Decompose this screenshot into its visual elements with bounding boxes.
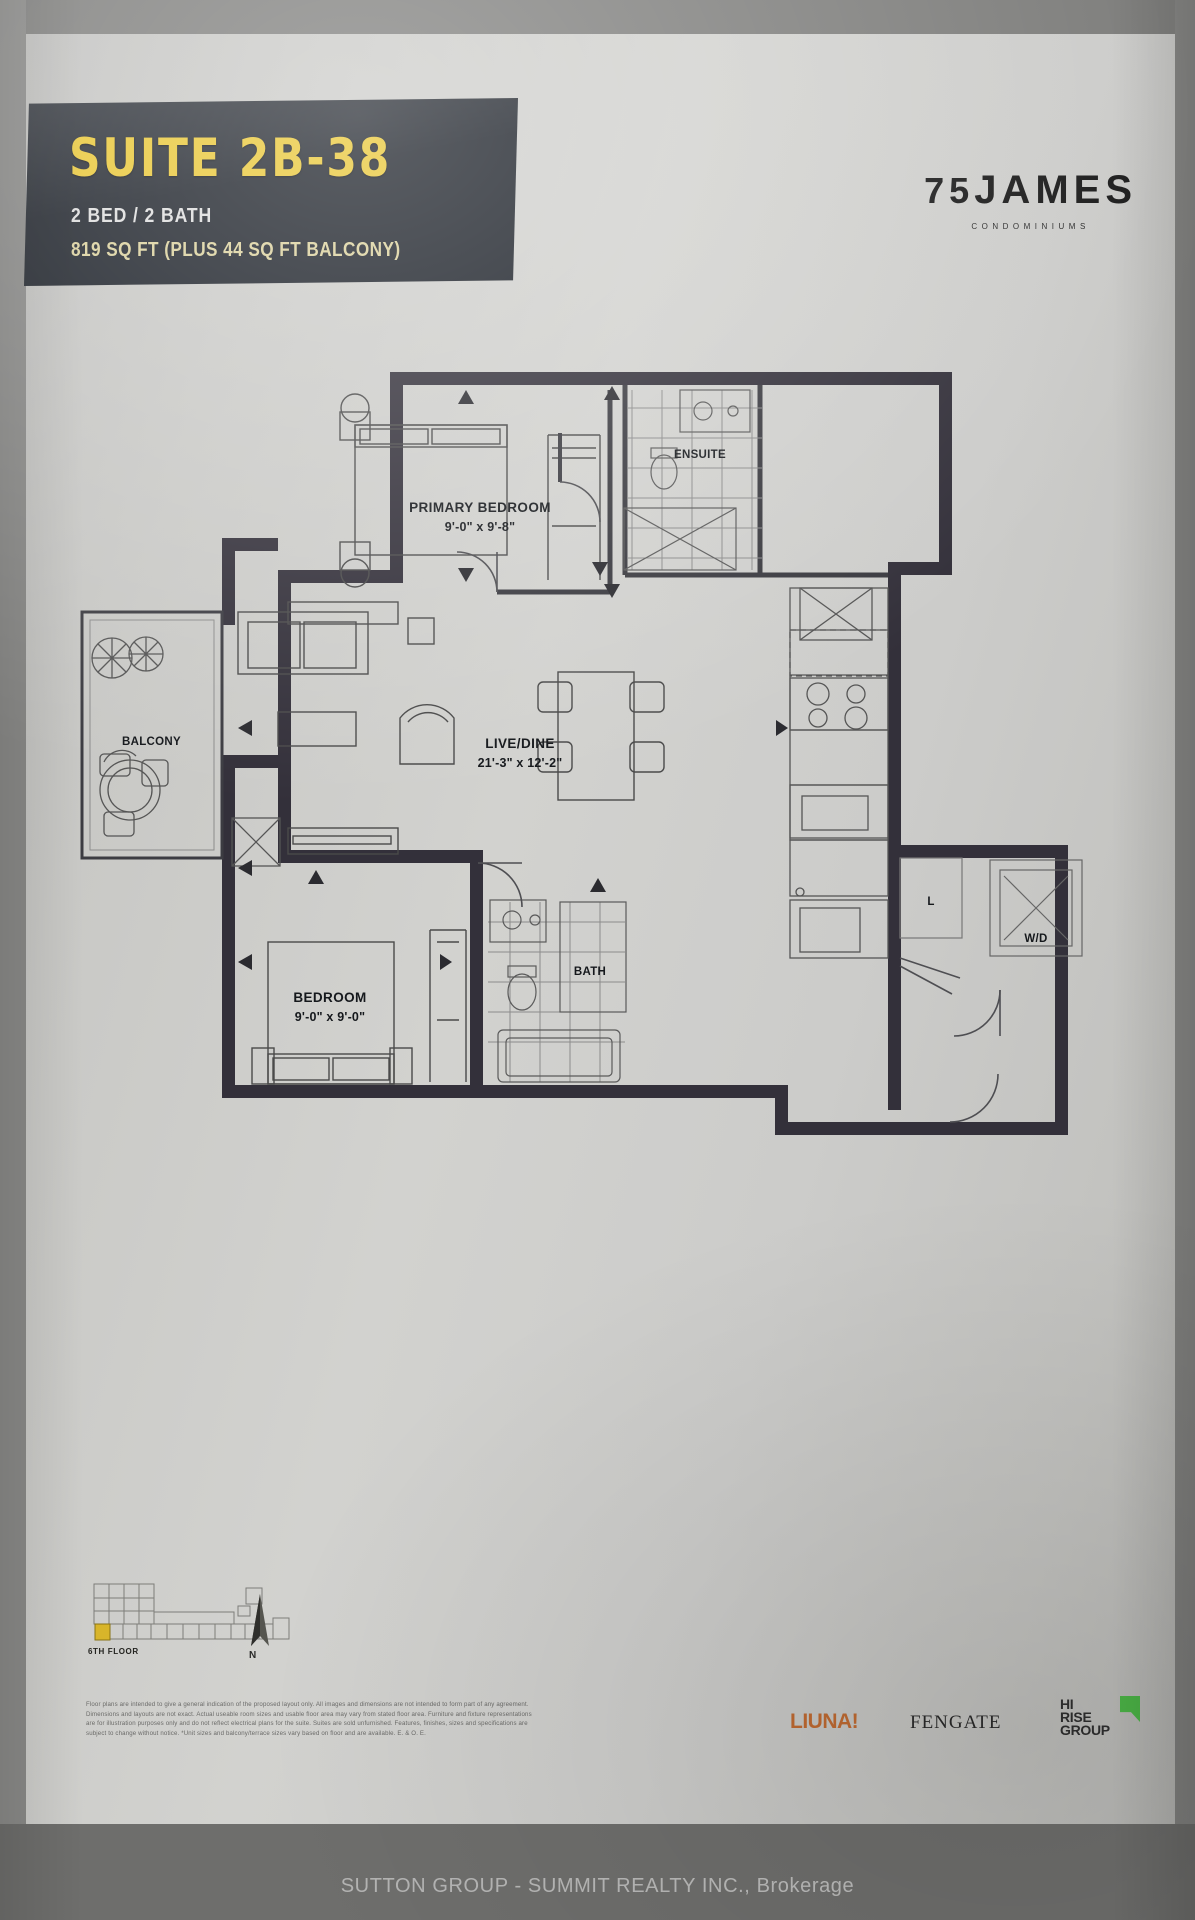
north-arrow-svg bbox=[251, 1594, 269, 1646]
disclaimer-text: Floor plans are intended to give a gener… bbox=[86, 1700, 646, 1738]
north-label: N bbox=[249, 1650, 257, 1661]
ensuite-fixtures bbox=[558, 389, 762, 571]
key-plan-svg bbox=[93, 1583, 290, 1641]
paper-edge-top bbox=[0, 0, 1195, 34]
key-plan bbox=[78, 1582, 298, 1662]
bedroom-dimensions: 9'-0" x 9'-0" bbox=[295, 1010, 365, 1024]
sponsor-logos: LIUNA! FENGATE HI RISE GROUP bbox=[790, 1690, 1140, 1770]
suite-area: 819 SQ FT (PLUS 44 SQ FT BALCONY) bbox=[71, 239, 401, 261]
title-block: SUITE 2B-38 2 BED / 2 BATH 819 SQ FT (PL… bbox=[24, 98, 518, 286]
balcony-label: BALCONY bbox=[122, 736, 181, 748]
hirise-line-1: HI bbox=[1060, 1696, 1074, 1712]
primary-bedroom-name: PRIMARY BEDROOM bbox=[409, 500, 551, 515]
entry-closet bbox=[231, 817, 281, 867]
washer-dryer-label: W/D bbox=[1024, 933, 1047, 945]
live-dine-dimensions: 21'-3" x 12'-2" bbox=[478, 756, 563, 770]
bedroom-furniture bbox=[251, 929, 467, 1085]
door-swings bbox=[456, 481, 1001, 1123]
dimension-arrows bbox=[238, 386, 788, 970]
living-furniture bbox=[237, 601, 665, 855]
suite-beds-baths: 2 BED / 2 BATH bbox=[71, 205, 213, 227]
hirise-logo: HI RISE GROUP bbox=[1060, 1696, 1110, 1738]
hirise-line-2: RISE bbox=[1060, 1709, 1092, 1725]
hirise-line-3: GROUP bbox=[1060, 1722, 1110, 1738]
bath-label: BATH bbox=[574, 966, 606, 978]
brand-number: 75 bbox=[924, 170, 975, 211]
paper-edge-right bbox=[1175, 0, 1195, 1920]
brand-tagline: CONDOMINIUMS bbox=[971, 222, 1090, 231]
balcony: BALCONY bbox=[80, 610, 224, 860]
key-plan-highlight-unit bbox=[94, 1623, 111, 1641]
washer-dryer-closet: W/D bbox=[989, 859, 1083, 957]
suite-walls bbox=[222, 372, 1068, 1135]
paper-edge-left bbox=[0, 0, 26, 1920]
live-dine-name: LIVE/DINE bbox=[485, 736, 555, 751]
live-dine-label: LIVE/DINE 21'-3" x 12'-2" bbox=[478, 736, 563, 770]
ensuite-label: ENSUITE bbox=[674, 449, 726, 461]
liuna-logo: LIUNA! bbox=[790, 1710, 859, 1733]
primary-bedroom-label: PRIMARY BEDROOM 9'-0" x 9'-8" bbox=[409, 500, 551, 534]
disclaimer-line-3: are for illustration purposes only and d… bbox=[86, 1720, 528, 1728]
fengate-logo: FENGATE bbox=[910, 1712, 1002, 1733]
bath-fixtures bbox=[488, 899, 627, 1083]
brand-word: JAMES bbox=[974, 168, 1137, 212]
north-arrow bbox=[240, 1590, 280, 1670]
bedroom-name: BEDROOM bbox=[293, 990, 366, 1005]
key-plan-floor-label: 6TH FLOOR bbox=[88, 1647, 139, 1656]
watermark: SUTTON GROUP - SUMMIT REALTY INC., Broke… bbox=[340, 1875, 855, 1897]
linen-closet: L bbox=[899, 857, 963, 939]
disclaimer-line-4: subject to change without notice. *Unit … bbox=[86, 1729, 426, 1737]
title-block-sheen bbox=[24, 98, 518, 286]
floor-plan-svg: PRIMARY BEDROOM 9'-0" x 9'-8" bbox=[80, 372, 1083, 1135]
bedroom-label: BEDROOM 9'-0" x 9'-0" bbox=[293, 990, 366, 1024]
suite-title: SUITE 2B-38 bbox=[69, 128, 392, 189]
interior-partitions bbox=[497, 385, 888, 595]
disclaimer-line-1: Floor plans are intended to give a gener… bbox=[86, 1701, 529, 1708]
hirise-flag-icon bbox=[1120, 1696, 1140, 1722]
paper-edge-bottom bbox=[0, 1824, 1195, 1920]
disclaimer-line-2: Dimensions and layouts are not exact. Ac… bbox=[86, 1710, 532, 1718]
linen-closet-label: L bbox=[927, 896, 934, 908]
kitchen-fixtures bbox=[789, 587, 889, 959]
brand-logo: 75JAMES CONDOMINIUMS bbox=[924, 168, 1137, 231]
primary-bedroom-dimensions: 9'-0" x 9'-8" bbox=[445, 520, 515, 534]
brand-name: 75JAMES bbox=[924, 168, 1137, 213]
floor-plan-drawing: PRIMARY BEDROOM 9'-0" x 9'-8" bbox=[0, 330, 1195, 1460]
